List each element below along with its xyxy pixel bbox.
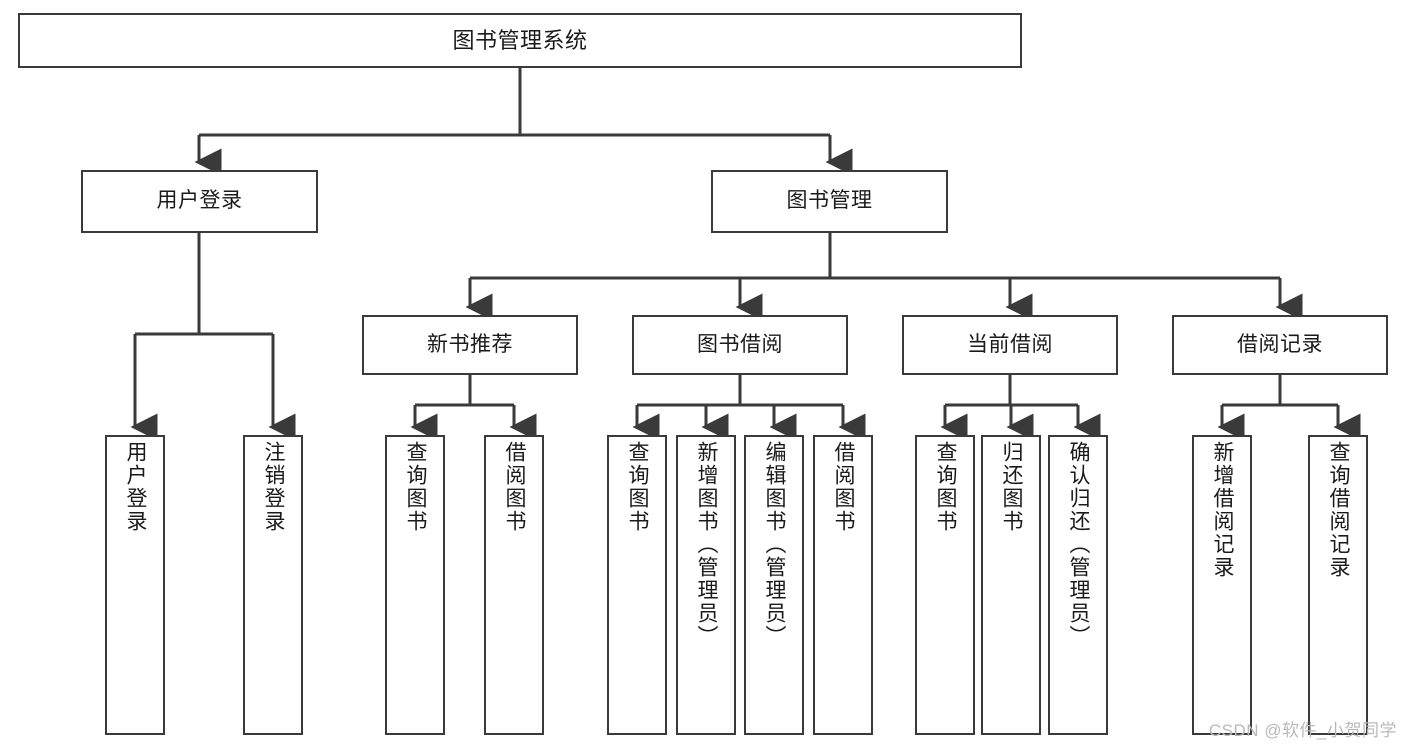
node-current-borrow[interactable]: 当前借阅 xyxy=(902,315,1118,375)
node-label: 新增图书（管理员） xyxy=(695,441,719,648)
node-label: 借阅图书 xyxy=(503,441,527,533)
leaf-confirm-return[interactable]: 确认归还（管理员） xyxy=(1048,435,1108,735)
leaf-user-login[interactable]: 用户登录 xyxy=(105,435,165,735)
node-user-login[interactable]: 用户登录 xyxy=(81,170,318,233)
node-label: 用户登录 xyxy=(156,189,243,213)
node-label: 用户登录 xyxy=(124,441,148,533)
node-new-book-recommend[interactable]: 新书推荐 xyxy=(362,315,578,375)
leaf-query-record[interactable]: 查询借阅记录 xyxy=(1308,435,1368,735)
leaf-query-book-1[interactable]: 查询图书 xyxy=(385,435,445,735)
node-label: 当前借阅 xyxy=(967,332,1053,356)
node-label: 图书管理 xyxy=(786,189,873,213)
node-label: 图书借阅 xyxy=(697,332,783,356)
node-label: 查询借阅记录 xyxy=(1327,441,1351,579)
node-label: 查询图书 xyxy=(404,441,428,533)
node-book-borrow[interactable]: 图书借阅 xyxy=(632,315,848,375)
leaf-edit-book[interactable]: 编辑图书（管理员） xyxy=(744,435,804,735)
leaf-logout[interactable]: 注销登录 xyxy=(243,435,303,735)
node-label: 编辑图书（管理员） xyxy=(763,441,787,648)
leaf-query-book-2[interactable]: 查询图书 xyxy=(607,435,667,735)
node-label: 查询图书 xyxy=(626,441,650,533)
node-label: 确认归还（管理员） xyxy=(1067,441,1091,648)
leaf-query-book-3[interactable]: 查询图书 xyxy=(915,435,975,735)
watermark-text: CSDN @软件_小贺同学 xyxy=(1208,721,1397,740)
node-borrow-record[interactable]: 借阅记录 xyxy=(1172,315,1388,375)
node-label: 新书推荐 xyxy=(427,332,513,356)
node-book-manage[interactable]: 图书管理 xyxy=(711,170,948,233)
node-root-system[interactable]: 图书管理系统 xyxy=(18,13,1022,68)
node-label: 注销登录 xyxy=(262,441,286,533)
node-label: 归还图书 xyxy=(1000,441,1024,533)
leaf-add-book[interactable]: 新增图书（管理员） xyxy=(676,435,736,735)
node-label: 借阅图书 xyxy=(832,441,856,533)
node-label: 查询图书 xyxy=(934,441,958,533)
leaf-borrow-book-2[interactable]: 借阅图书 xyxy=(813,435,873,735)
leaf-add-record[interactable]: 新增借阅记录 xyxy=(1192,435,1252,735)
node-label: 新增借阅记录 xyxy=(1211,441,1235,579)
leaf-return-book[interactable]: 归还图书 xyxy=(981,435,1041,735)
node-label: 图书管理系统 xyxy=(452,27,588,53)
leaf-borrow-book-1[interactable]: 借阅图书 xyxy=(484,435,544,735)
node-label: 借阅记录 xyxy=(1237,332,1323,356)
